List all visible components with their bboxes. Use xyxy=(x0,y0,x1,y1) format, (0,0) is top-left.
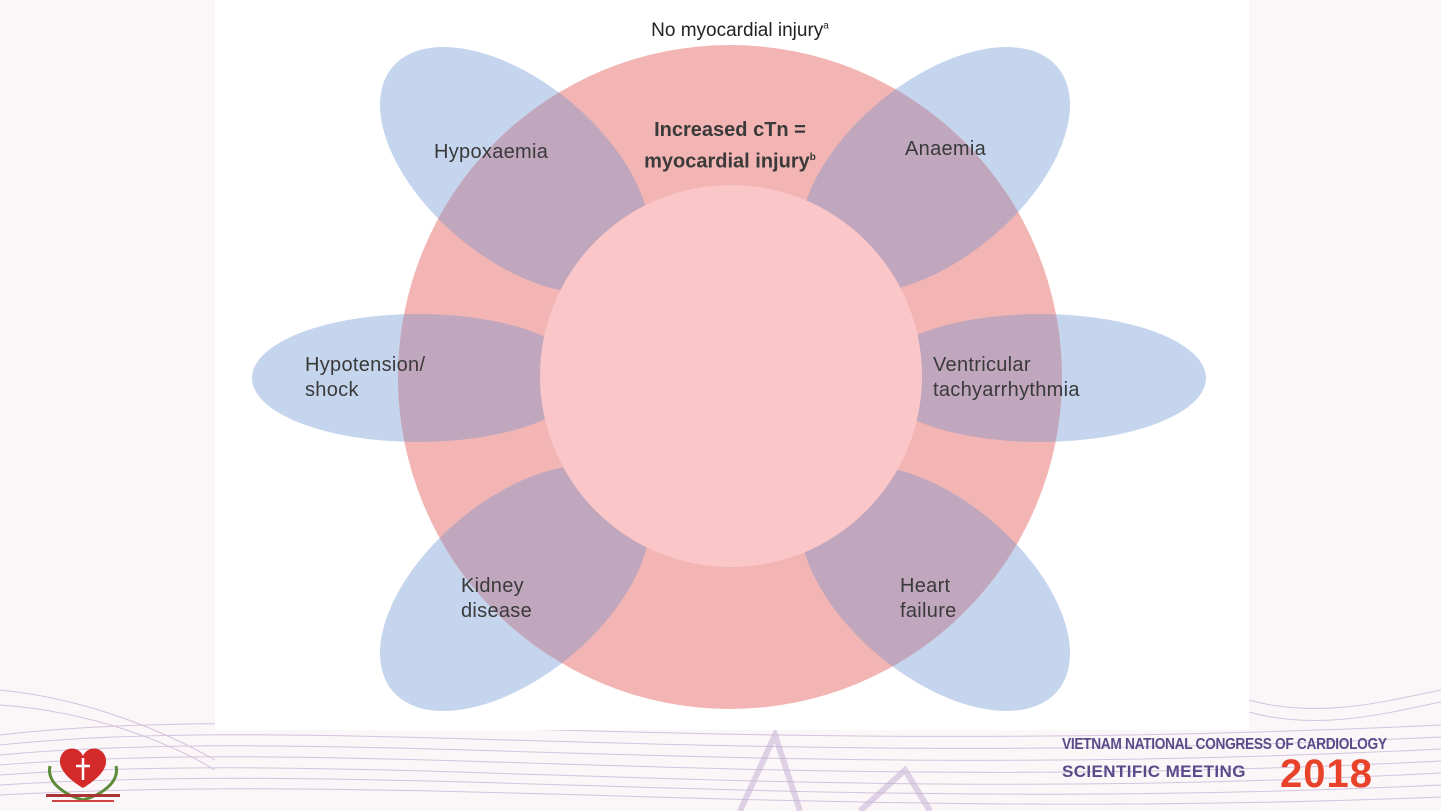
congress-year: 2018 xyxy=(1280,752,1373,797)
core-superscript: b xyxy=(810,152,816,163)
heart-logo-icon xyxy=(38,736,128,806)
congress-branding: VIETNAM NATIONAL CONGRESS OF CARDIOLOGY … xyxy=(1062,736,1432,806)
core-label: Increased cTn = myocardial injuryb xyxy=(560,116,900,176)
label-anaemia: Anaemia xyxy=(905,137,986,162)
core-label-line2: myocardial injuryb xyxy=(560,144,900,176)
congress-meeting: SCIENTIFIC MEETING xyxy=(1062,762,1246,782)
label-ventricular-tachyarrhythmia: Ventricular tachyarrhythmia xyxy=(933,353,1080,403)
label-heart-failure: Heart failure xyxy=(900,574,957,624)
label-kidney-disease: Kidney disease xyxy=(461,574,532,624)
title-superscript: a xyxy=(823,21,829,32)
label-hypoxaemia: Hypoxaemia xyxy=(434,140,548,165)
core-circle xyxy=(540,185,922,567)
core-label-line1: Increased cTn = xyxy=(560,116,900,144)
label-hypotension-shock: Hypotension/ shock xyxy=(305,353,425,403)
diagram-title: No myocardial injurya xyxy=(540,20,940,42)
